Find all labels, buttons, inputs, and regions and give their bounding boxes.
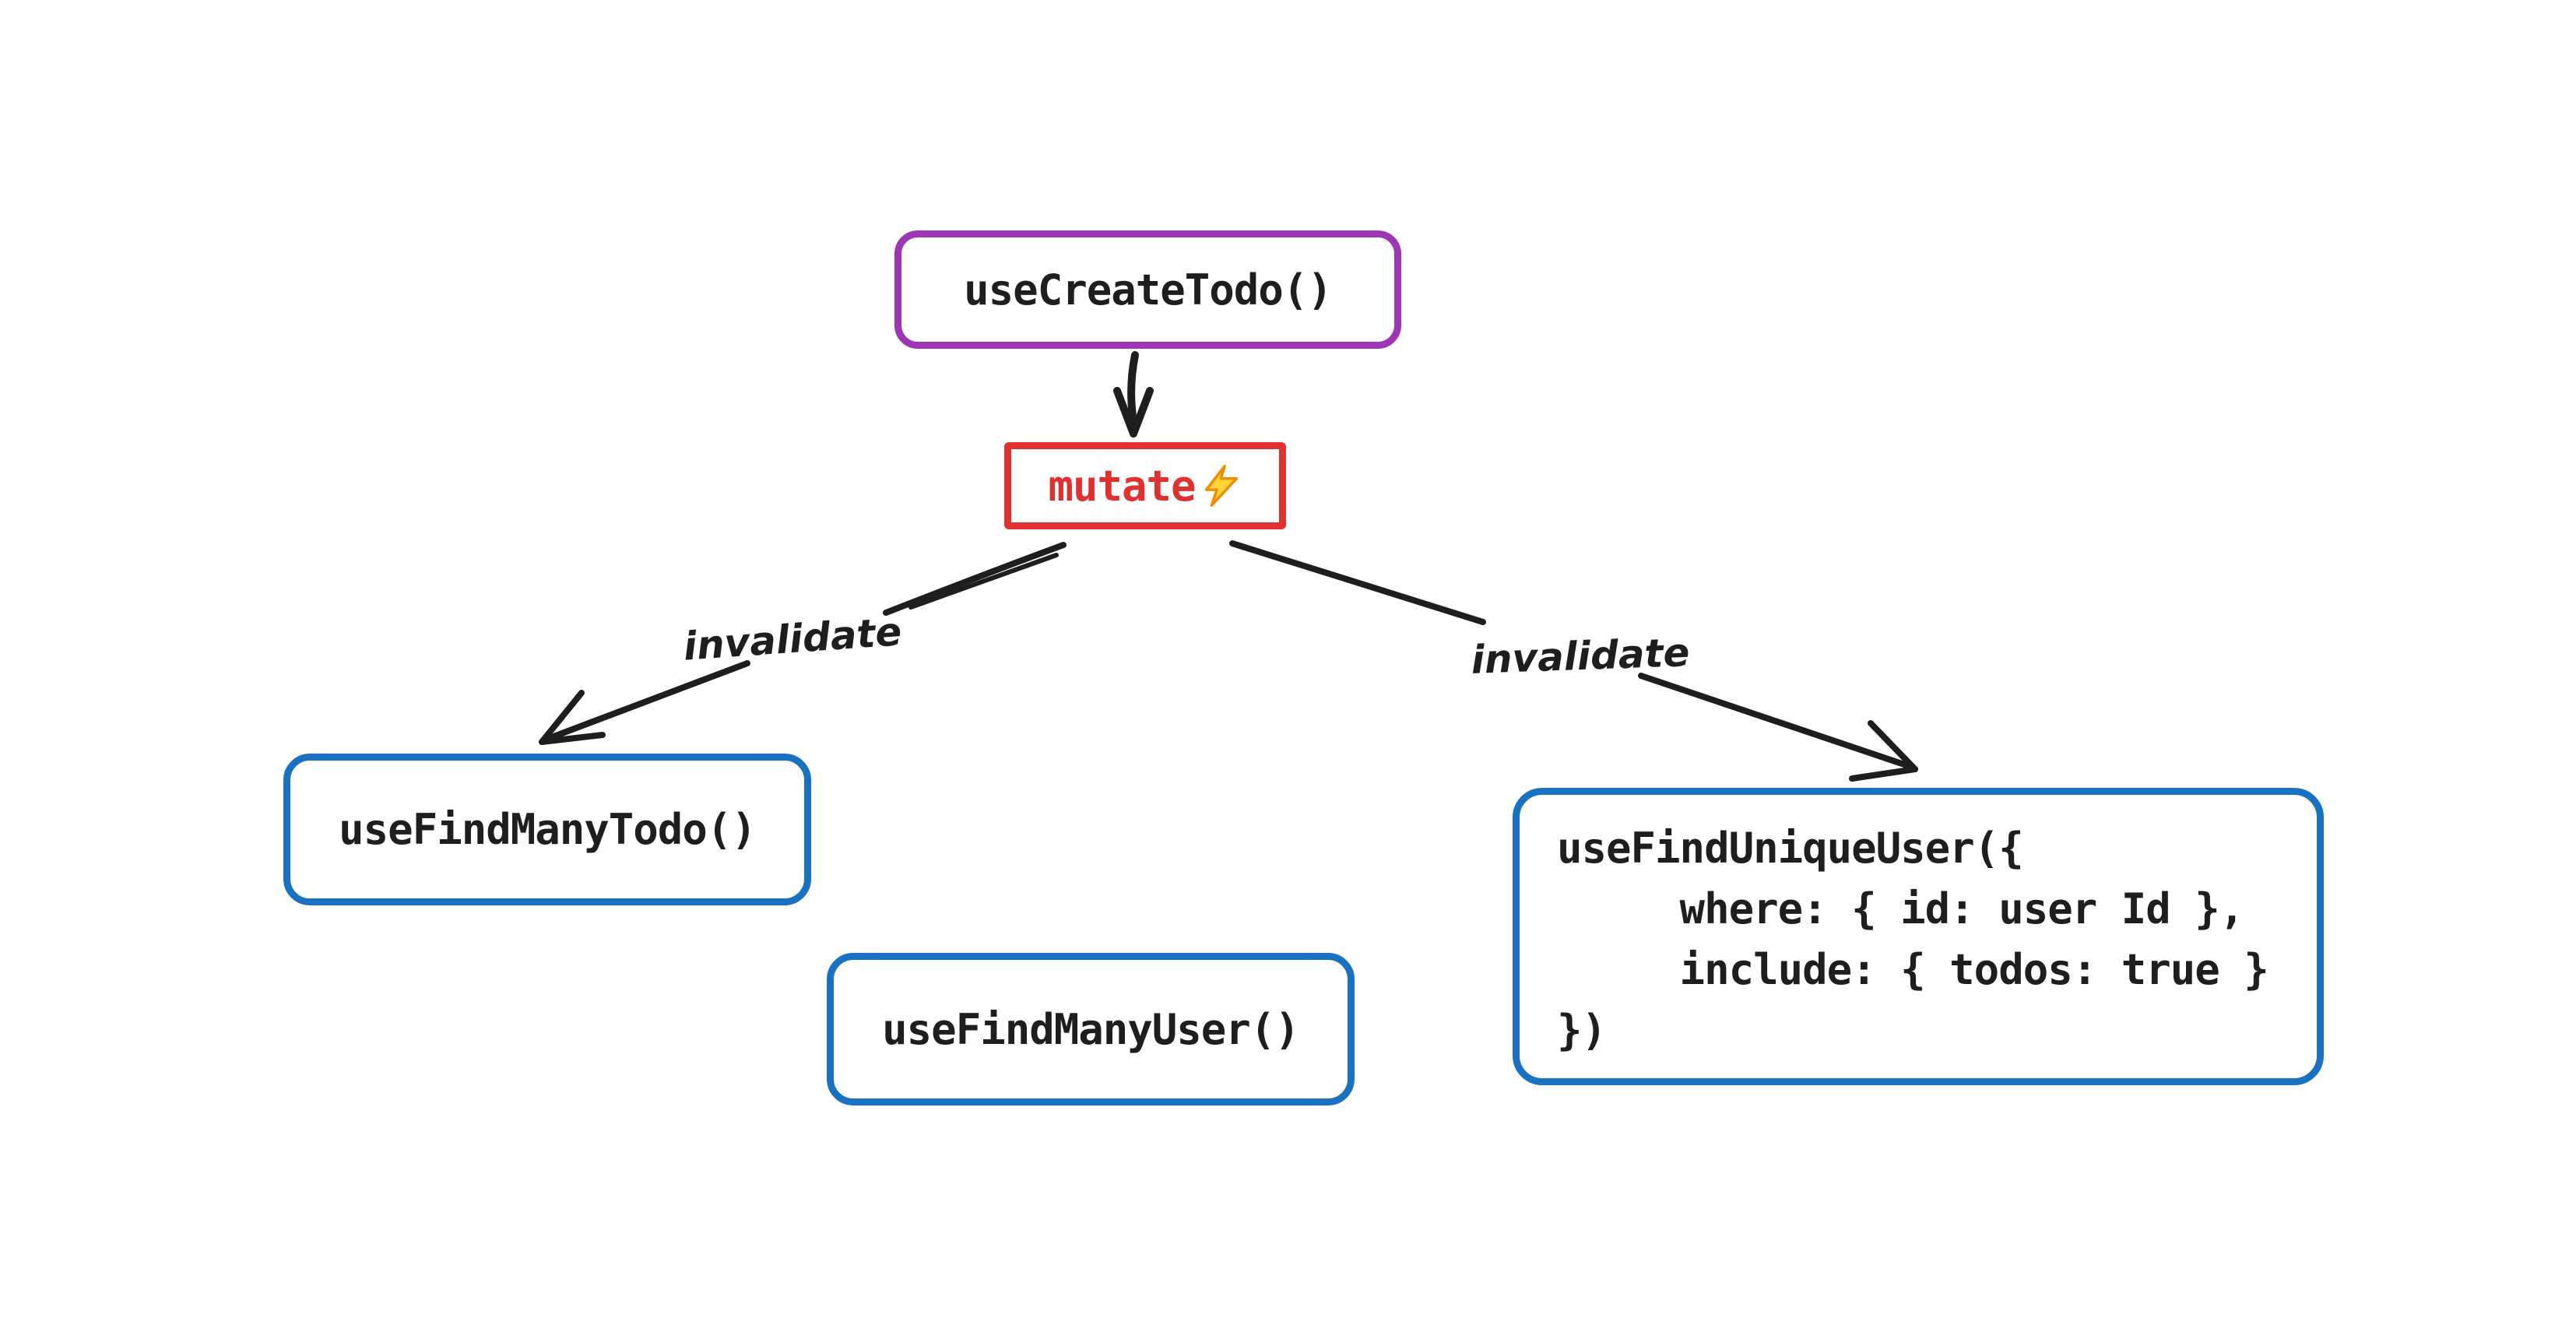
code-line: where: { id: user Id }, — [1557, 884, 2245, 933]
node-mutate-label: mutate — [1048, 461, 1196, 511]
node-mutate: mutate — [1004, 442, 1286, 529]
code-line: include: { todos: true } — [1557, 945, 2269, 994]
arrow-mutate-to-findmanytodo — [539, 542, 1067, 745]
node-use-create-todo-label: useCreateTodo() — [964, 265, 1333, 315]
node-use-find-many-user: useFindManyUser() — [827, 953, 1355, 1105]
arrow-create-to-mutate — [1113, 351, 1154, 438]
lightning-bolt-icon — [1204, 465, 1238, 507]
node-use-find-unique-user: useFindUniqueUser({ where: { id: user Id… — [1513, 788, 2324, 1085]
code-line: }) — [1557, 1006, 1607, 1055]
edge-label-invalidate-right: invalidate — [1470, 630, 1691, 683]
arrow-mutate-to-finduniqueuser — [1229, 540, 1918, 782]
code-line: useFindUniqueUser({ — [1557, 824, 2024, 873]
node-use-create-todo: useCreateTodo() — [894, 230, 1401, 349]
node-use-find-many-todo-label: useFindManyTodo() — [339, 805, 757, 854]
node-use-find-many-user-label: useFindManyUser() — [882, 1004, 1300, 1054]
node-use-find-many-todo: useFindManyTodo() — [283, 754, 811, 905]
